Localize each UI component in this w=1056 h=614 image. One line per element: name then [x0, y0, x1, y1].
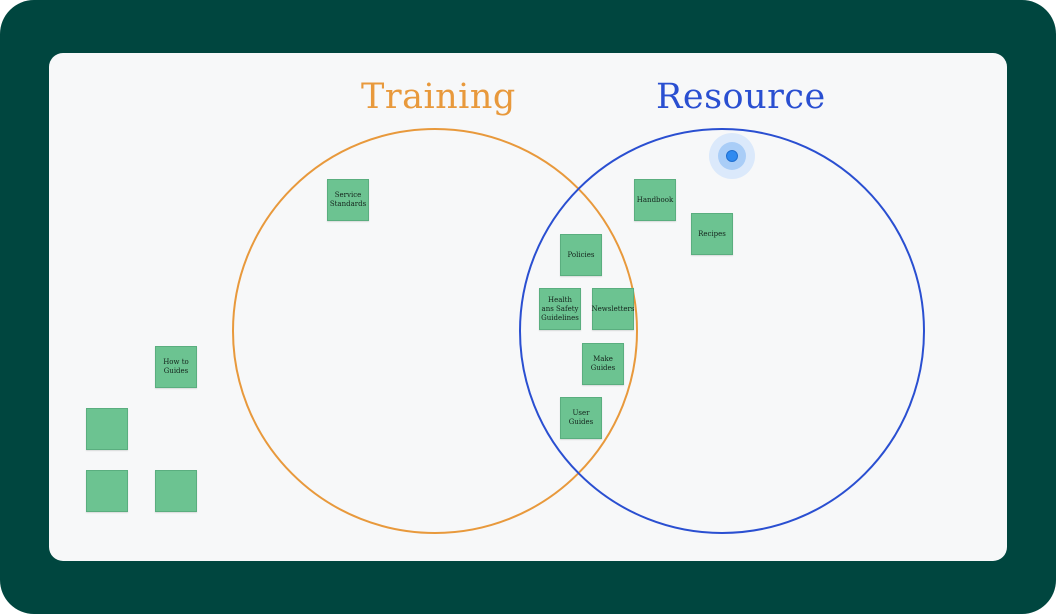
sticky-note-make-guides[interactable]: Make Guides — [582, 343, 624, 385]
training-title[interactable]: Training — [361, 77, 516, 117]
sticky-note-policies[interactable]: Policies — [560, 234, 602, 276]
sticky-note-service-standards[interactable]: Service Standards — [327, 179, 369, 221]
sticky-note-recipes[interactable]: Recipes — [691, 213, 733, 255]
resource-title[interactable]: Resource — [656, 77, 826, 117]
resource-circle[interactable] — [519, 128, 925, 534]
sticky-note-blank[interactable] — [86, 470, 128, 512]
sticky-note-how-to-guides[interactable]: How to Guides — [155, 346, 197, 388]
whiteboard-canvas[interactable] — [49, 53, 1007, 561]
sticky-note-newsletters[interactable]: Newsletters — [592, 288, 634, 330]
sticky-note-blank[interactable] — [155, 470, 197, 512]
sticky-note-health-safety[interactable]: Health ans Safety Guidelines — [539, 288, 581, 330]
pointer-cursor-icon — [709, 133, 755, 179]
sticky-note-handbook[interactable]: Handbook — [634, 179, 676, 221]
training-circle[interactable] — [232, 128, 638, 534]
sticky-note-user-guides[interactable]: User Guides — [560, 397, 602, 439]
sticky-note-blank[interactable] — [86, 408, 128, 450]
